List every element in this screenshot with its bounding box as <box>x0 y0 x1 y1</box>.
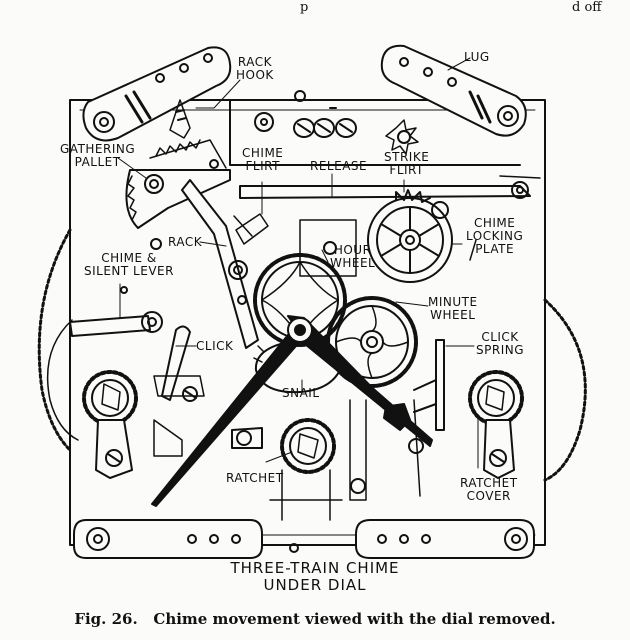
chime-locking-plate <box>367 189 453 283</box>
header-fragment-left: p <box>300 0 309 15</box>
rack-hook <box>169 99 191 139</box>
lug-bottom-right <box>355 519 535 559</box>
click-left <box>161 325 191 401</box>
side-wheel-right <box>543 298 587 482</box>
caption-number: Fig. 26. <box>74 610 138 628</box>
lug-top-left <box>82 46 232 142</box>
ratchet-cover-right <box>483 419 515 479</box>
leader-lines <box>117 57 479 469</box>
lug-bottom-left <box>73 519 263 559</box>
rack-tail <box>181 179 259 349</box>
chime-flirt-lever <box>239 185 531 199</box>
header-fragment-right: d off <box>572 0 602 15</box>
ratchet-left <box>82 370 138 426</box>
figure-title-line-2: UNDER DIAL <box>263 576 367 594</box>
label-lug: LUG <box>464 50 490 64</box>
figure-caption: Fig. 26. Chime movement viewed with the … <box>0 610 630 628</box>
label-rack: RACK <box>168 235 203 249</box>
label-release: RELEASE <box>310 159 368 173</box>
rack <box>125 139 231 229</box>
label-ratchet: RATCHET <box>226 471 284 485</box>
side-wheel-left <box>37 228 72 452</box>
strike-flirt-star <box>385 119 419 155</box>
ratchet-center <box>280 418 336 474</box>
snail <box>254 339 341 394</box>
caption-text: Chime movement viewed with the dial remo… <box>153 610 556 628</box>
label-click: CLICK <box>196 339 234 353</box>
label-snail: SNAIL <box>282 386 320 400</box>
figure-title-line-1: THREE-TRAIN CHIME <box>230 559 400 577</box>
chime-silent-lever <box>69 315 151 337</box>
lug-top-right <box>380 44 527 137</box>
click-spring <box>435 339 445 431</box>
label-chime-silent-lever: CHIME &SILENT LEVER <box>84 251 174 278</box>
movement-plate <box>69 99 546 546</box>
